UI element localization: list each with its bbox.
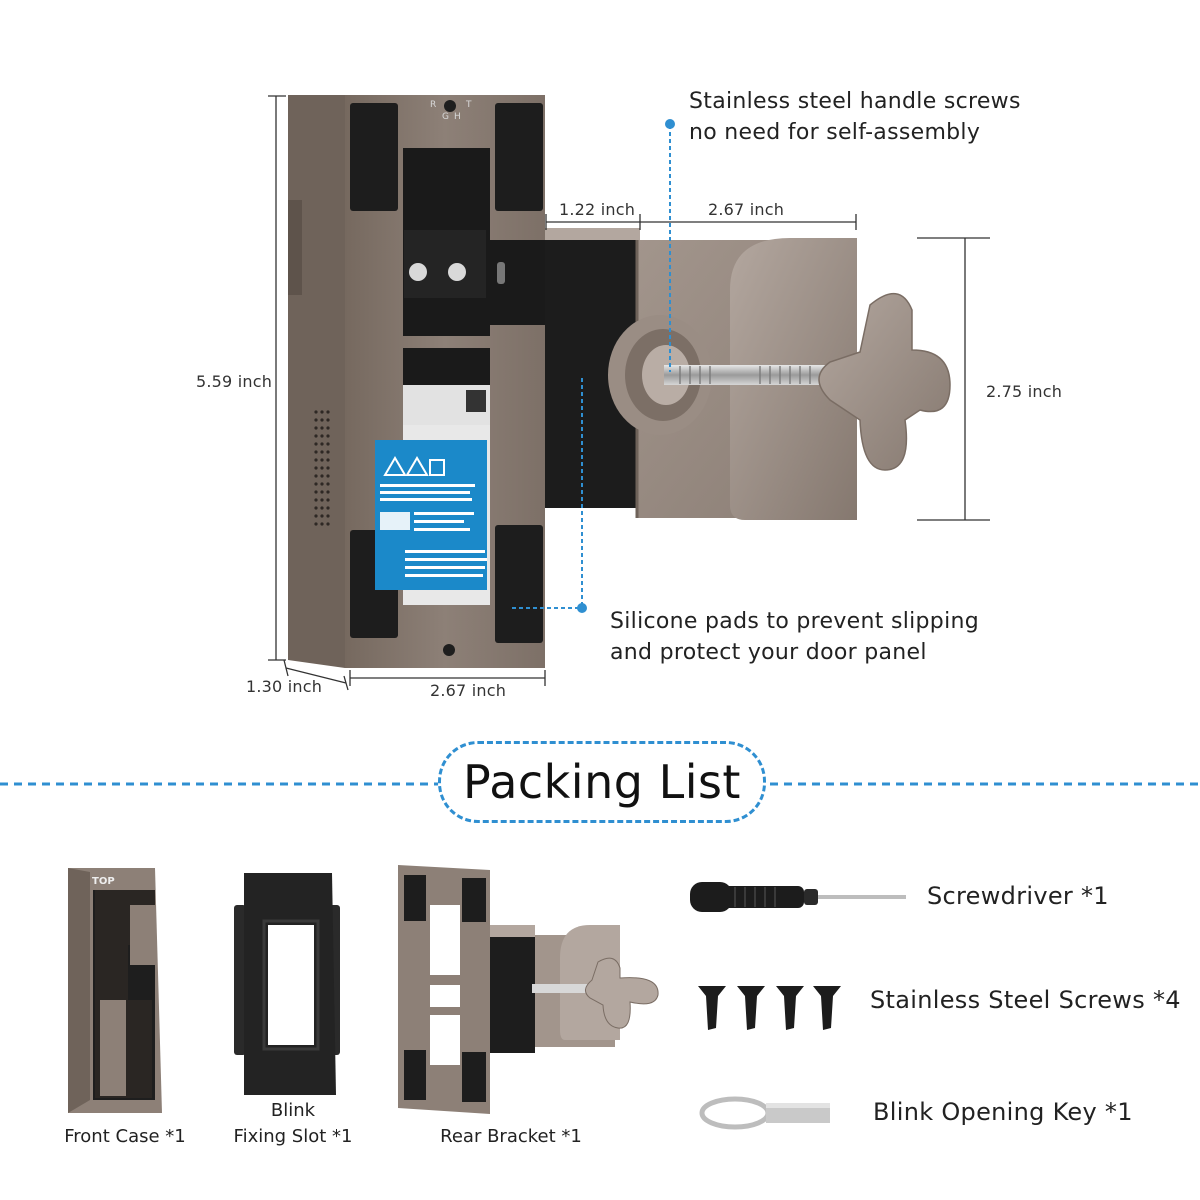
packing-item-fixing-slot: Blink Fixing Slot *1: [208, 1098, 378, 1150]
silicone-pad-top-left: [350, 103, 398, 211]
dimension-gap-label: 1.22 inch: [559, 200, 636, 219]
item-label-line1: [426, 1098, 596, 1124]
item-label-line2: Rear Bracket *1: [440, 1126, 582, 1147]
screws-callout-line2: no need for self-assembly: [689, 120, 981, 145]
dimension-clamp-depth-label: 2.67 inch: [708, 200, 785, 219]
accessory-screws-label: Stainless Steel Screws *4: [870, 986, 1181, 1014]
item-label-line1: [40, 1098, 210, 1124]
dimension-width-label: 2.67 inch: [430, 681, 507, 700]
callout-leaders: [512, 119, 675, 613]
packing-item-rear-bracket: Rear Bracket *1: [426, 1098, 596, 1150]
pads-callout-line2: and protect your door panel: [610, 640, 927, 665]
star-knob-icon: [818, 293, 951, 471]
item-label-line1: Blink: [270, 1100, 316, 1121]
silicone-pad-top-right: [495, 103, 543, 211]
screwdriver-icon: [690, 882, 906, 912]
pads-callout-line1: Silicone pads to prevent slipping: [610, 609, 979, 634]
screws-callout: Stainless steel handle screws no need fo…: [689, 86, 1021, 148]
opening-key-icon: [699, 1096, 830, 1130]
vent-dots: [314, 410, 330, 526]
packing-list-title-box: Packing List: [438, 741, 766, 823]
contact-screw-icon: [448, 263, 466, 281]
bottom-screw-icon: [443, 644, 455, 656]
accessory-opening-key-label: Blink Opening Key *1: [873, 1098, 1133, 1126]
dimension-clamp-height-label: 2.75 inch: [986, 382, 1063, 401]
packing-item-front-case: Front Case *1: [40, 1098, 210, 1150]
screws-callout-line1: Stainless steel handle screws: [689, 89, 1021, 114]
dimension-lines: [268, 95, 990, 691]
dimension-height-label: 5.59 inch: [196, 372, 273, 391]
dimension-depth-label: 1.30 inch: [246, 677, 323, 696]
rear-bracket-icon: [398, 865, 659, 1114]
front-case-icon: [68, 868, 162, 1113]
packing-list-title: Packing List: [463, 755, 741, 809]
pads-callout: Silicone pads to prevent slipping and pr…: [610, 606, 979, 668]
fixing-slot-icon: [234, 873, 340, 1095]
front-case-tag: TOP: [92, 876, 115, 887]
accessory-screwdriver-label: Screwdriver *1: [927, 882, 1109, 910]
screws-icon: [698, 986, 841, 1030]
back-plate: [288, 95, 545, 668]
item-label-line2: Fixing Slot *1: [233, 1126, 353, 1147]
item-label-line2: Front Case *1: [64, 1126, 186, 1147]
contact-screw-icon: [409, 263, 427, 281]
top-screw-icon: [444, 100, 456, 112]
silicone-pad-bottom-right: [495, 525, 543, 643]
